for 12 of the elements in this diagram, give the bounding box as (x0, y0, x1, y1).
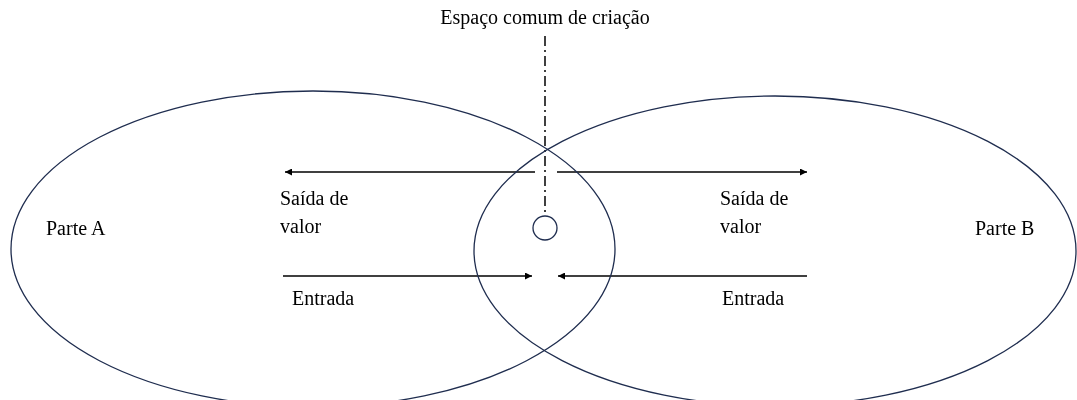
edge-label: Saída de valor (720, 186, 790, 239)
caption-text: Espaço comum de criação (439, 6, 651, 29)
edge-label: Entrada (292, 286, 356, 311)
arrow (282, 272, 533, 280)
edge-label: Entrada (722, 286, 786, 311)
party-label: Parte B (975, 217, 1035, 240)
arrow (556, 168, 808, 176)
party-label: Parte A (46, 217, 106, 240)
center-circle (532, 215, 558, 241)
edge-label: Saída de valor (280, 186, 350, 239)
arrow (557, 272, 808, 280)
arrow (284, 168, 536, 176)
